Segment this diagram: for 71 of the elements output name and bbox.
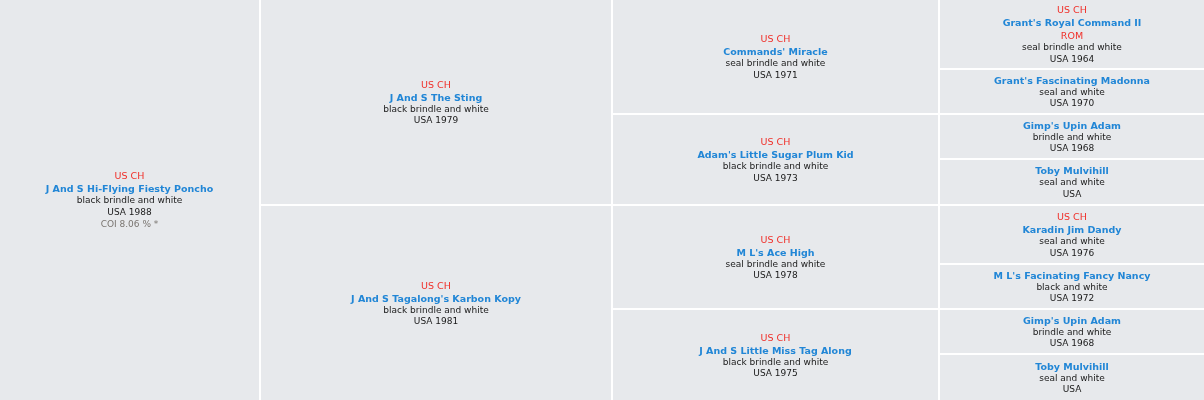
pedigree-cell (613, 0, 938, 113)
detail-text: USA 1973 (753, 172, 798, 184)
dog-name-link: J And S Tagalong's Karbon Kopy (351, 291, 521, 305)
dog-name-link: Toby Mulvihill (1035, 164, 1109, 177)
detail-text: brindle and white (1032, 326, 1112, 338)
title-label: US CH (421, 77, 451, 91)
detail-text: USA (1062, 384, 1082, 396)
title-label: US CH (1057, 210, 1087, 223)
pedigree-cell (940, 115, 1204, 158)
title-label: US CH (760, 330, 791, 344)
detail-text: seal and white (1039, 236, 1105, 248)
pedigree-cell (940, 206, 1204, 263)
pedigree-cell (0, 0, 259, 400)
detail-text: USA 1979 (413, 115, 459, 127)
detail-text: seal brindle and white (725, 58, 826, 70)
detail-text: USA 1988 (107, 206, 152, 218)
detail-text: USA 1976 (1049, 247, 1095, 259)
pedigree-cell (940, 265, 1204, 308)
title-label: US CH (1057, 3, 1087, 16)
dog-name-link: J And S Hi-Flying Fiesty Poncho (45, 182, 214, 195)
detail-text: seal brindle and white (1022, 42, 1122, 54)
detail-text: USA 1968 (1049, 338, 1095, 350)
dog-name-link: Gimp's Upin Adam (1023, 118, 1121, 132)
detail-text: USA 1978 (753, 270, 798, 282)
dog-name-link: Adam's Little Sugar Plum Kid (697, 148, 854, 161)
pedigree-cell (940, 160, 1204, 204)
dog-name-link: Grant's Fascinating Madonna (994, 73, 1150, 87)
title-label: ROM (1060, 29, 1084, 42)
pedigree-cell (261, 206, 611, 400)
detail-text: black brindle and white (722, 161, 829, 173)
detail-text: USA 1975 (753, 368, 798, 380)
pedigree-cell (940, 70, 1204, 113)
title-label: US CH (114, 169, 145, 182)
pedigree-cell (940, 355, 1204, 400)
detail-text: USA 1964 (1049, 53, 1095, 65)
title-label: US CH (421, 278, 451, 292)
dog-name-link: M L's Facinating Fancy Nancy (993, 268, 1151, 282)
detail-text: USA 1981 (413, 316, 459, 328)
pedigree-cell (613, 206, 938, 308)
title-label: US CH (760, 135, 791, 148)
pedigree-cell (940, 0, 1204, 68)
dog-name-link: Commands' Miracle (723, 45, 828, 58)
detail-text: brindle and white (1032, 131, 1112, 143)
dog-name-link: Karadin Jim Dandy (1022, 223, 1122, 236)
pedigree-cell (940, 310, 1204, 353)
dog-name-link: Gimp's Upin Adam (1023, 313, 1121, 327)
dog-name-link: Grant's Royal Command II (1002, 16, 1142, 29)
dog-name-link: J And S The Sting (389, 90, 483, 104)
detail-text: black brindle and white (722, 356, 829, 368)
detail-text: USA 1971 (753, 69, 798, 81)
dog-name-link: M L's Ace High (736, 245, 815, 259)
detail-text: seal and white (1039, 86, 1105, 98)
detail-text: USA 1972 (1049, 293, 1095, 305)
pedigree-cell (613, 310, 938, 400)
pedigree-cell (613, 115, 938, 204)
detail-text: USA 1968 (1049, 143, 1095, 155)
detail-text: USA 1970 (1049, 98, 1095, 110)
detail-text: black brindle and white (383, 304, 489, 316)
pedigree-cell (261, 0, 611, 204)
dog-name-link: Toby Mulvihill (1035, 359, 1109, 373)
dog-name-link: J And S Little Miss Tag Along (699, 343, 852, 357)
detail-text: black brindle and white (383, 103, 489, 115)
title-label: US CH (760, 32, 791, 45)
detail-text: seal and white (1039, 372, 1105, 384)
detail-text: black and white (1036, 281, 1108, 293)
coi-value: COI 8.06 % * (100, 218, 159, 231)
title-label: US CH (760, 232, 791, 246)
detail-text: USA (1062, 188, 1082, 200)
detail-text: seal and white (1039, 177, 1105, 189)
detail-text: seal brindle and white (725, 258, 826, 270)
detail-text: black brindle and white (76, 195, 183, 207)
